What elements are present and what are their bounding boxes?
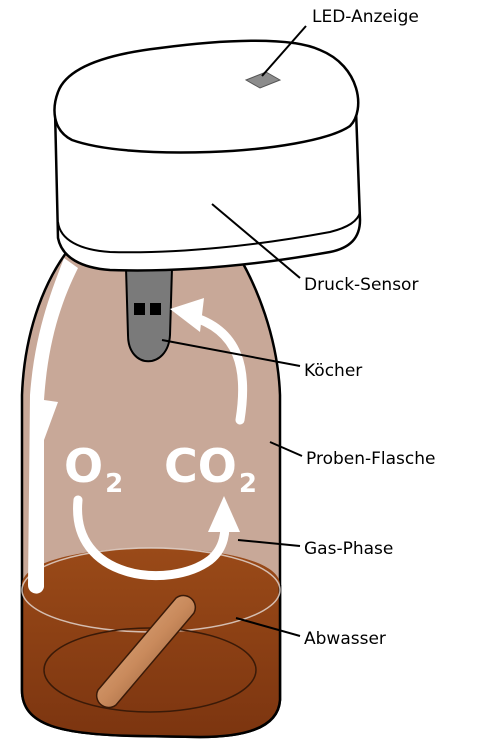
label-pressure-sensor: Druck-Sensor xyxy=(304,275,418,295)
label-led-display: LED-Anzeige xyxy=(312,7,419,27)
quiver xyxy=(126,268,172,361)
quiver-slot-right xyxy=(150,303,161,315)
label-quiver: Köcher xyxy=(304,361,362,381)
label-wastewater: Abwasser xyxy=(304,629,386,649)
quiver-slot-left xyxy=(134,303,145,315)
pressure-sensor-cap xyxy=(55,41,360,271)
label-sample-bottle: Proben-Flasche xyxy=(306,449,435,469)
label-gas-phase: Gas-Phase xyxy=(304,539,393,559)
